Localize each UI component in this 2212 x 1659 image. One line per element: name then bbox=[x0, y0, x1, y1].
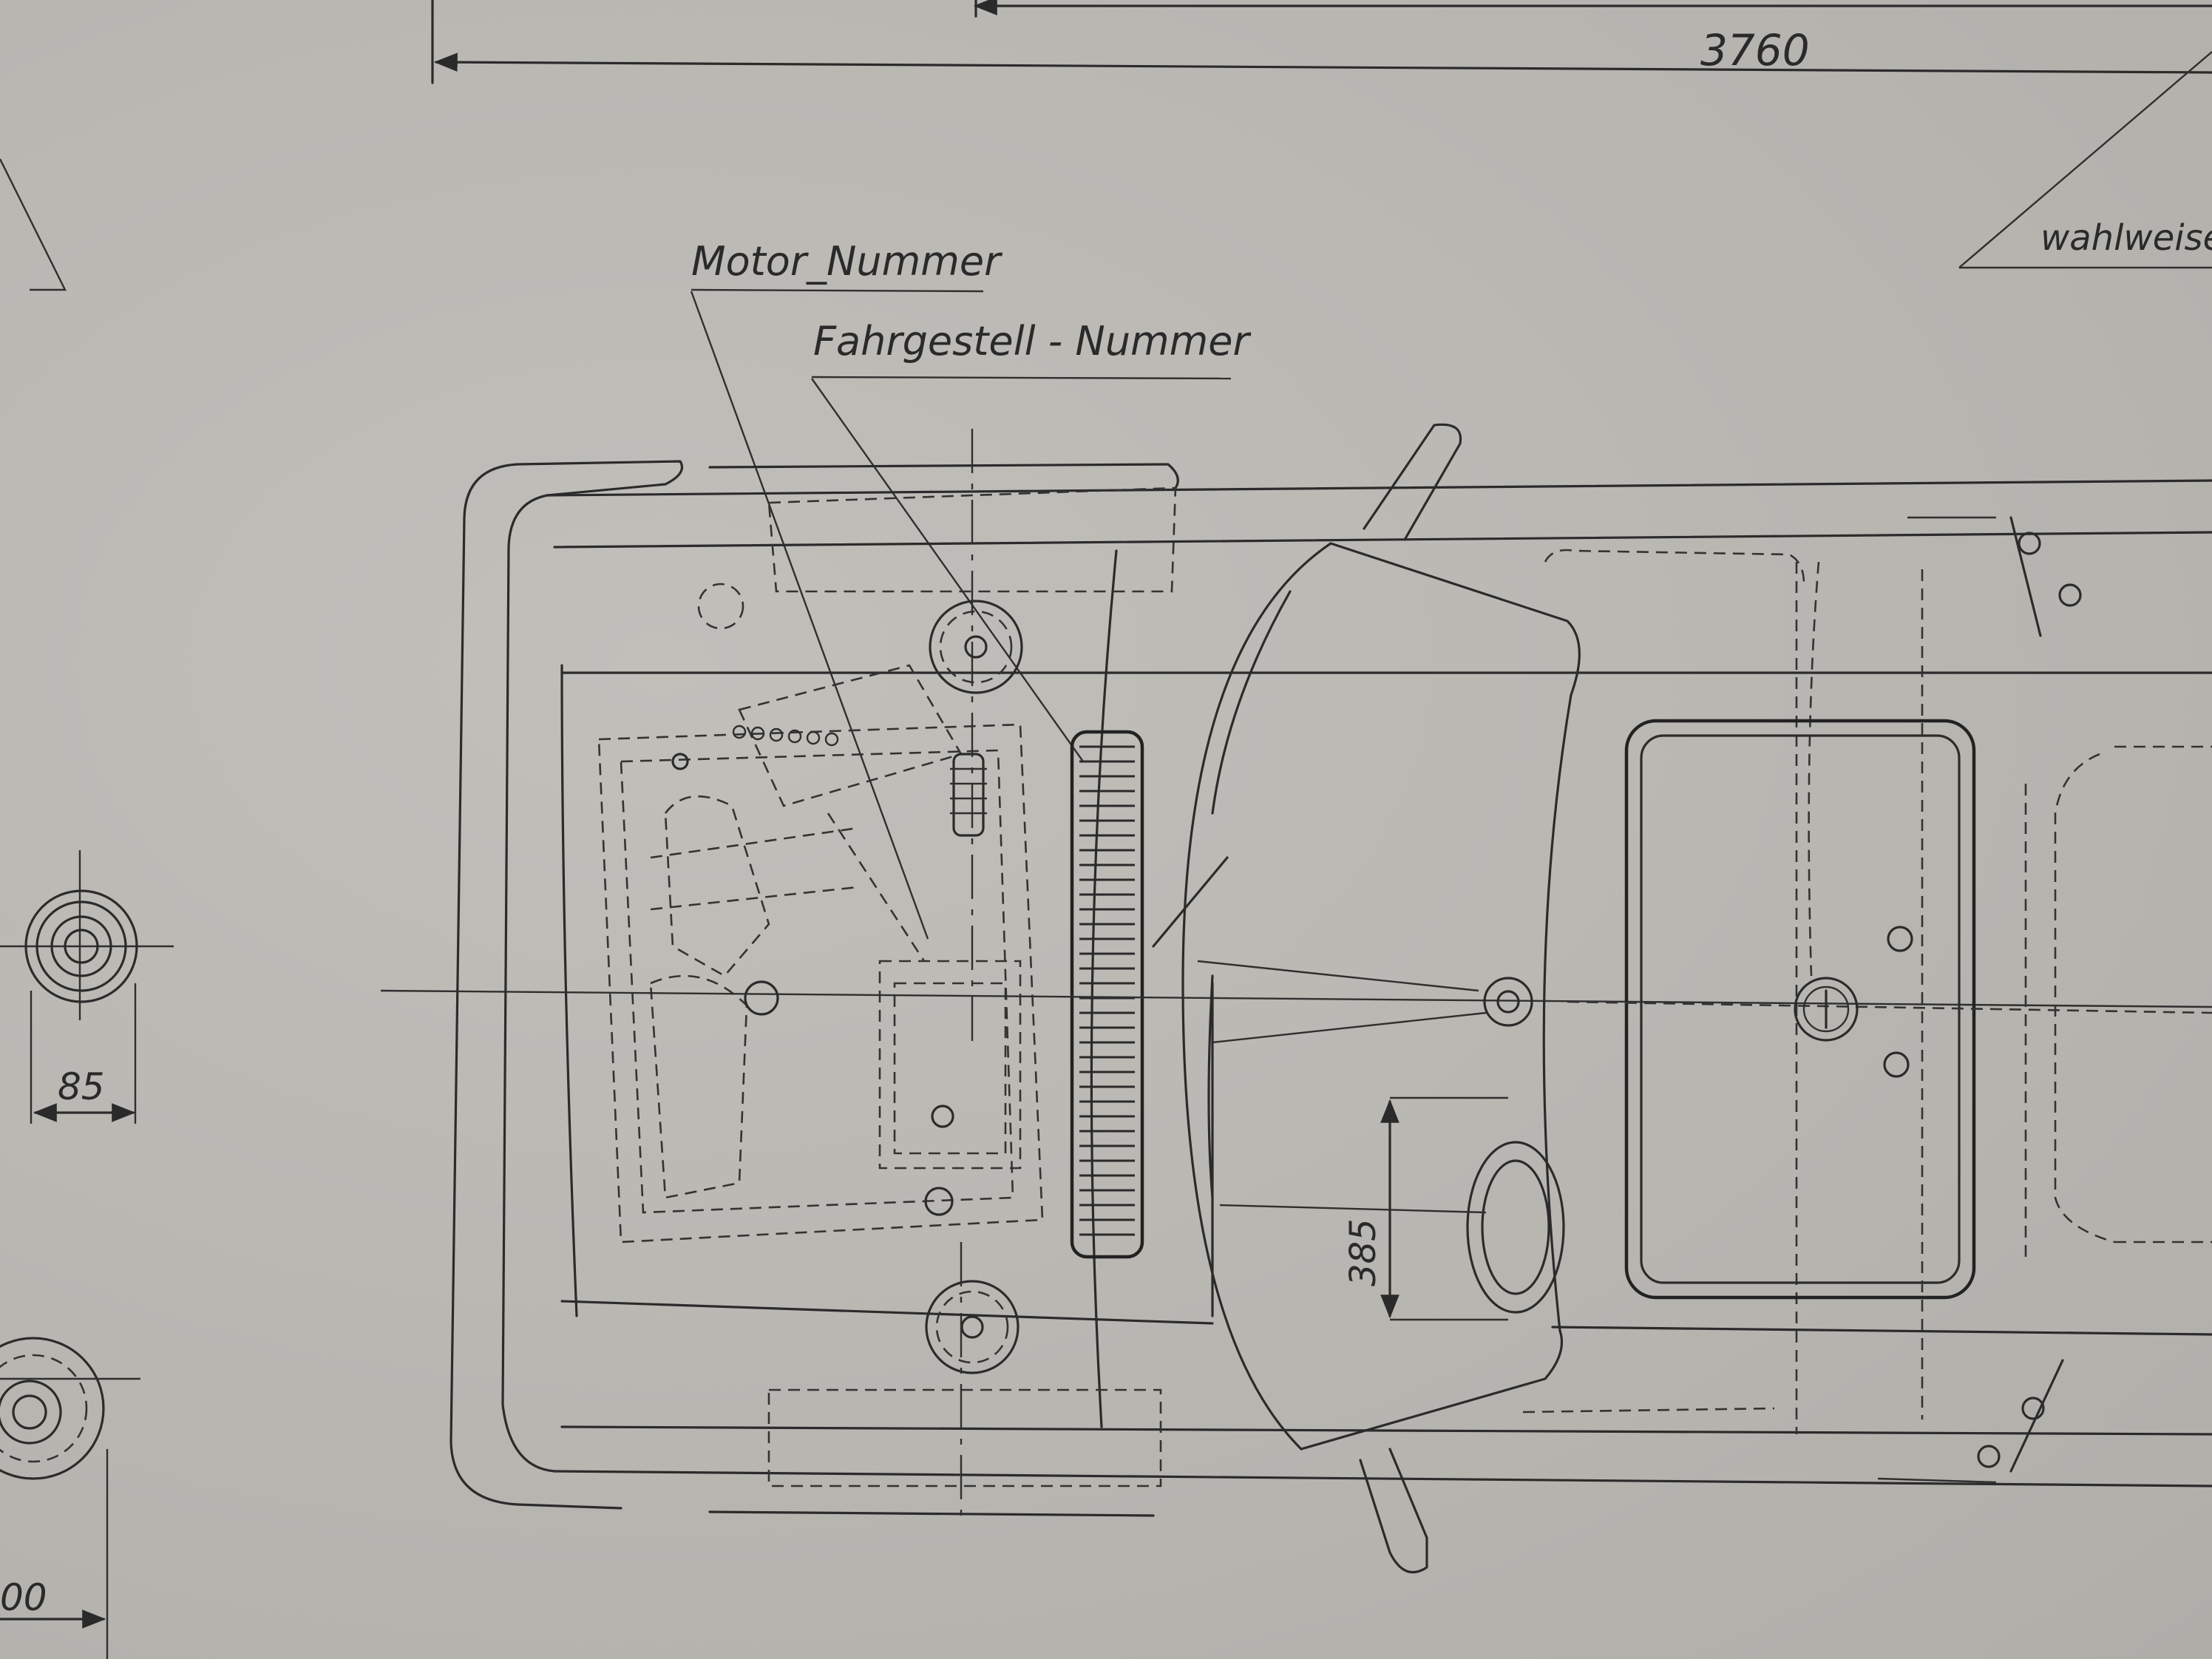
windshield bbox=[1152, 423, 1581, 1574]
chassis-number-callout: Fahrgestell - Nummer bbox=[811, 318, 1251, 762]
steering-wheel: 385 bbox=[1197, 960, 1565, 1321]
overall-length-dimension: 3760 bbox=[431, 0, 2212, 84]
motor-number-callout: Motor_Nummer bbox=[690, 238, 1002, 940]
engine-bay bbox=[597, 486, 1177, 1487]
seat-offset-label: 385 bbox=[1343, 1218, 1384, 1286]
wheel-width-label: 85 bbox=[58, 1065, 105, 1108]
centre-axis bbox=[380, 429, 2212, 1516]
optional-callout: wahlweise bbox=[1958, 51, 2212, 269]
overall-length-label: 3760 bbox=[1700, 25, 1810, 75]
optional-label: wahlweise bbox=[2040, 217, 2212, 259]
partial-dimension-label: 00 bbox=[0, 1576, 47, 1619]
wheel-detail: 85 bbox=[0, 850, 174, 1124]
partial-wheel-detail: 00 bbox=[0, 1337, 140, 1659]
partial-triangle-left bbox=[0, 158, 67, 291]
interior bbox=[1522, 516, 2212, 1484]
motor-number-label: Motor_Nummer bbox=[691, 238, 1002, 285]
car-body bbox=[449, 460, 2212, 1517]
chassis-number-label: Fahrgestell - Nummer bbox=[813, 318, 1251, 364]
